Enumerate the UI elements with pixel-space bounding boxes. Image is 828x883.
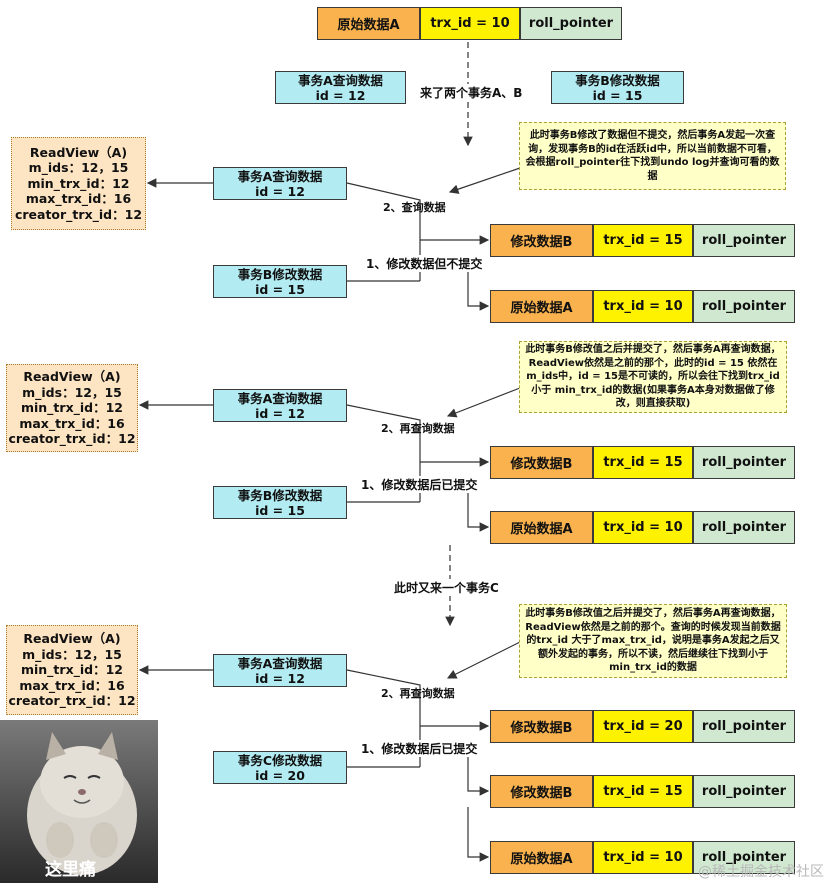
readview-1: ReadView（A) m_ids：12，15 min_trx_id：12 ma… <box>11 137 146 230</box>
s2-chain-1-data: 原始数据A <box>490 511 593 544</box>
s3-chain-2-trx: trx_id = 10 <box>593 841 693 874</box>
top-tx-a-query: 事务A查询数据 id = 12 <box>275 71 406 104</box>
s1-chain-0-roll: roll_pointer <box>693 224 795 257</box>
watermark: @稀土掘金技术社区 <box>698 864 824 880</box>
s1-chain-1-roll: roll_pointer <box>693 290 795 323</box>
top-trx-id: trx_id = 10 <box>420 7 520 40</box>
cat-caption: 这里痛 <box>45 860 96 880</box>
s2-chain-0-roll: roll_pointer <box>693 446 795 479</box>
s3-modify-label: 1、修改数据后已提交 <box>361 740 478 757</box>
s3-chain-1-data: 修改数据B <box>490 775 593 808</box>
s2-note: 此时事务B修改值之后并提交了，然后事务A再查询数据，ReadView依然是之前的… <box>519 341 787 413</box>
s1-chain-1-data: 原始数据A <box>490 290 593 323</box>
s1-modify-label: 1、修改数据但不提交 <box>366 255 483 272</box>
top-original-data-a: 原始数据A <box>317 7 420 40</box>
cat-illustration <box>27 732 137 875</box>
s2-modify-label: 1、修改数据后已提交 <box>361 476 478 493</box>
s1-query-label: 2、查询数据 <box>383 201 446 214</box>
s3-chain-2-roll: roll_pointer <box>693 841 795 874</box>
s2-chain-0-trx: trx_id = 15 <box>593 446 693 479</box>
s3-chain-1-trx: trx_id = 15 <box>593 775 693 808</box>
s3-query-label: 2、再查询数据 <box>381 687 455 700</box>
readview-3: ReadView（A) m_ids：12，15 min_trx_id：12 ma… <box>6 625 138 715</box>
s1-chain-0-data: 修改数据B <box>490 224 593 257</box>
readview-2: ReadView（A) m_ids：12，15 min_trx_id：12 ma… <box>6 364 138 452</box>
s1-chain-0-trx: trx_id = 15 <box>593 224 693 257</box>
s3-note: 此时事务B修改值之后并提交了，然后事务A再查询数据，ReadView依然是之前的… <box>519 604 787 678</box>
s2-chain-0-data: 修改数据B <box>490 446 593 479</box>
arrive-a-b-label: 来了两个事务A、B <box>420 84 523 101</box>
top-tx-b-modify: 事务B修改数据 id = 15 <box>551 71 684 104</box>
arrive-c-label: 此时又来一个事务C <box>394 579 499 596</box>
s3-chain-2-data: 原始数据A <box>490 841 593 874</box>
s1-chain-1-trx: trx_id = 10 <box>593 290 693 323</box>
s2-chain-1-trx: trx_id = 10 <box>593 511 693 544</box>
s3-chain-0-trx: trx_id = 20 <box>593 710 693 743</box>
s1-note: 此时事务B修改了数据但不提交，然后事务A发起一次查询，发现事务B的id在活跃id… <box>519 122 786 190</box>
s3-chain-0-roll: roll_pointer <box>693 710 795 743</box>
s3-chain-1-roll: roll_pointer <box>693 775 795 808</box>
s2-chain-1-roll: roll_pointer <box>693 511 795 544</box>
s3-chain-0-data: 修改数据B <box>490 710 593 743</box>
top-roll-pointer: roll_pointer <box>520 7 622 40</box>
s2-query-label: 2、再查询数据 <box>381 422 455 435</box>
cat-photo: 这里痛 <box>0 720 158 883</box>
